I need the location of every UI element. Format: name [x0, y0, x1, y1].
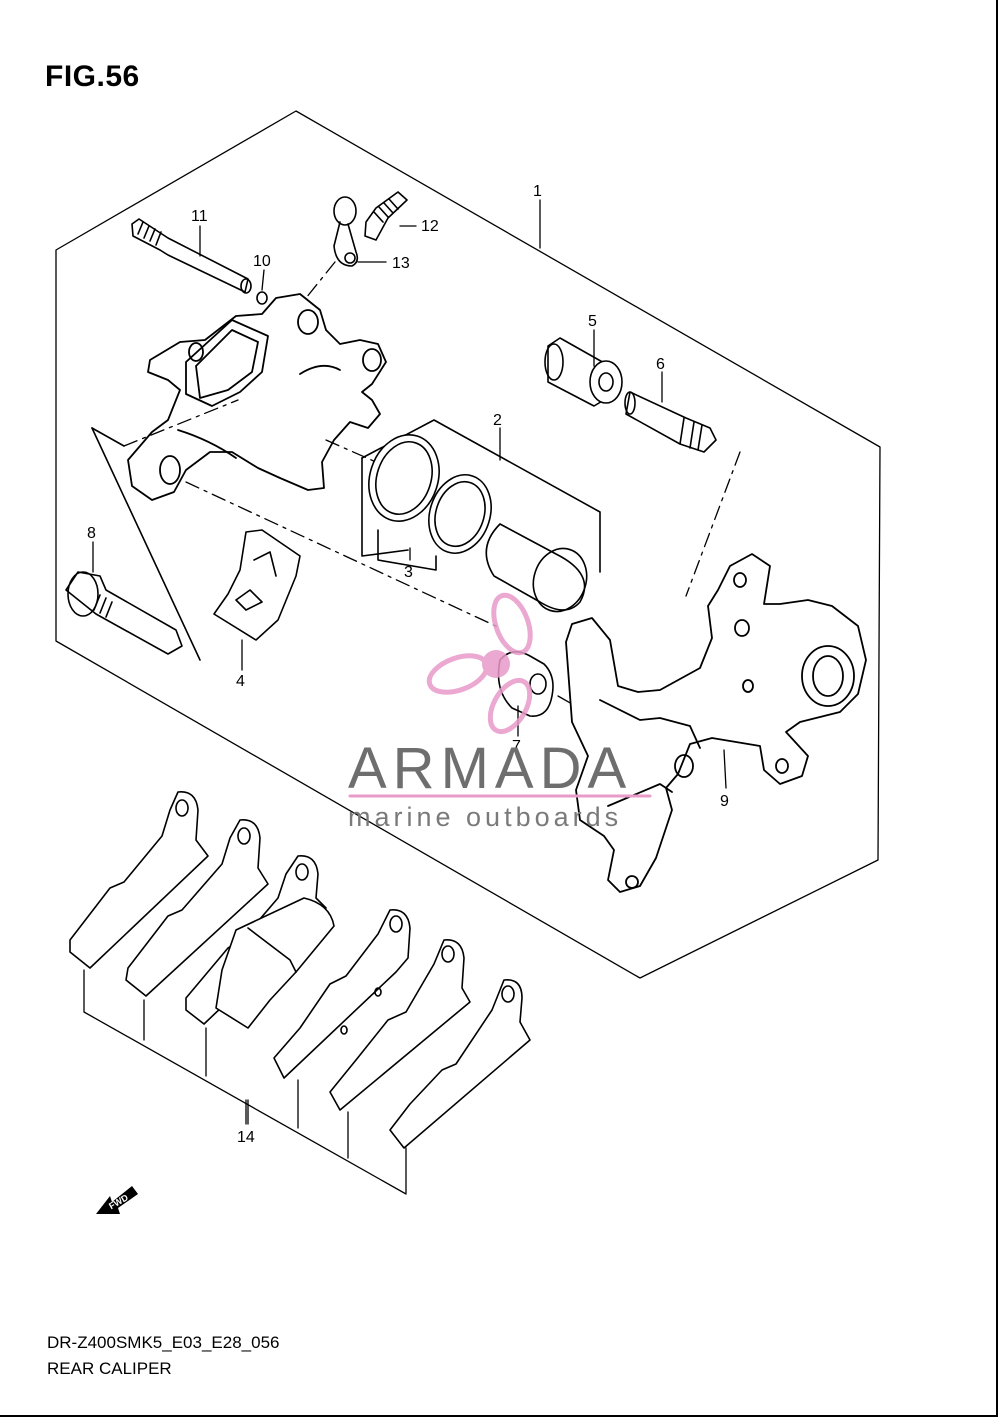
callout-14: 14 — [237, 1129, 255, 1146]
callout-2: 2 — [493, 412, 502, 429]
watermark: ARMADA marine outboards — [348, 592, 652, 832]
section-name: REAR CALIPER — [47, 1359, 172, 1378]
part-4-pad-spring — [213, 529, 301, 641]
part-11-slide-pin — [131, 218, 252, 294]
callout-3: 3 — [404, 564, 413, 581]
part-10-o-ring — [256, 291, 268, 305]
propeller-logo — [426, 592, 533, 735]
callout-9: 9 — [720, 793, 729, 810]
callout-4: 4 — [236, 673, 245, 690]
callout-11: 11 — [191, 208, 208, 225]
figure-title: FIG.56 — [45, 60, 140, 93]
part-13-bleeder-cap — [333, 196, 359, 267]
part-6-pin — [624, 391, 717, 453]
part-2-piston-set — [361, 419, 601, 613]
callout-7: 7 — [512, 738, 521, 755]
model-code: DR-Z400SMK5_E03_E28_056 — [47, 1333, 280, 1352]
part-9-caliper-bracket — [565, 553, 867, 893]
callout-12: 12 — [421, 218, 439, 235]
callout-6: 6 — [656, 356, 665, 373]
part-5-sleeve-bolt — [544, 337, 623, 407]
part-8-guide-bolt — [65, 571, 183, 655]
assembly-outline — [55, 110, 881, 979]
fwd-direction-badge: FWD — [96, 1186, 138, 1214]
part-14-brake-pads — [69, 791, 531, 1149]
callout-5: 5 — [588, 313, 597, 330]
callout-13: 13 — [392, 255, 410, 272]
watermark-tagline: marine outboards — [348, 802, 622, 832]
callout-8: 8 — [87, 525, 96, 542]
callout-1: 1 — [533, 183, 542, 200]
watermark-brand: ARMADA — [348, 736, 632, 801]
caliper-body — [127, 293, 387, 501]
callout-10: 10 — [253, 253, 271, 270]
part-12-bleeder-valve — [364, 191, 408, 241]
